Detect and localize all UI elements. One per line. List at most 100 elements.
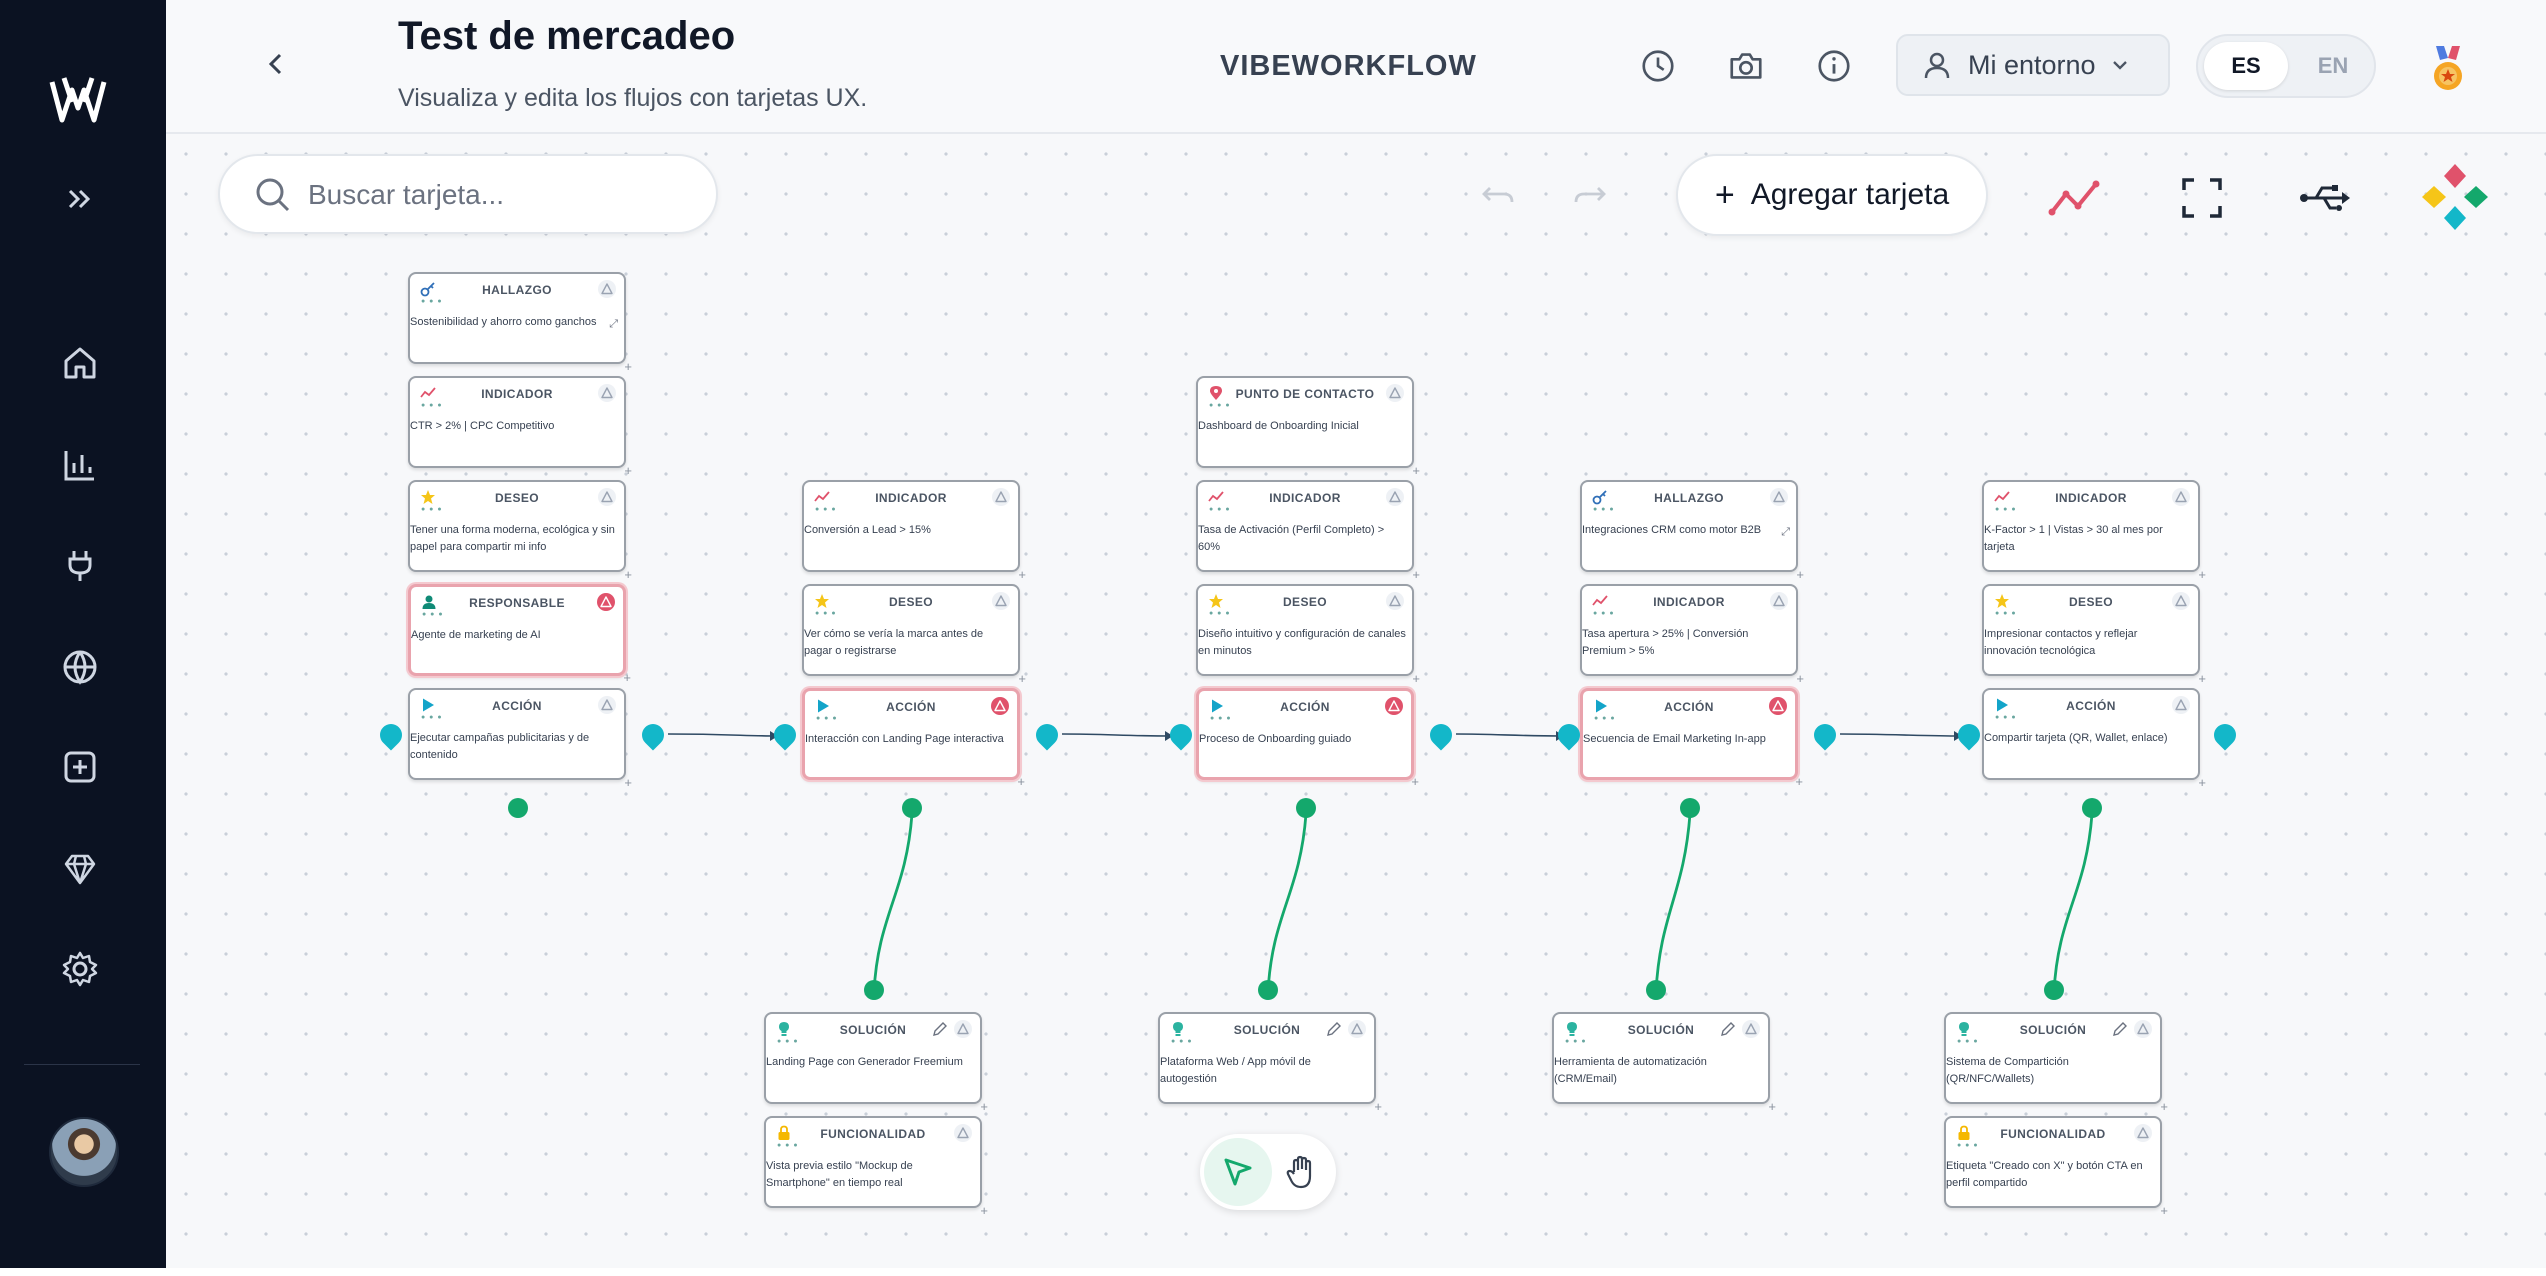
add-connection-icon[interactable]: + — [2160, 1203, 2168, 1218]
warning-icon[interactable] — [1348, 1020, 1366, 1038]
warning-icon[interactable] — [991, 697, 1009, 715]
environment-selector[interactable]: Mi entorno — [1896, 34, 2170, 96]
warning-icon[interactable] — [598, 384, 616, 402]
add-connection-icon[interactable]: + — [1412, 671, 1420, 686]
info-icon[interactable] — [1812, 44, 1856, 88]
connector-handle[interactable] — [375, 719, 407, 751]
connector-handle[interactable] — [1809, 719, 1841, 751]
app-logo[interactable] — [46, 68, 110, 132]
warning-icon[interactable] — [2172, 696, 2190, 714]
workflow-canvas[interactable]: + Agregar tarjeta ● ● ●HALLAZGOSostenibi… — [166, 134, 2546, 1268]
add-connection-icon[interactable]: + — [1796, 671, 1804, 686]
hand-tool-button[interactable] — [1272, 1138, 1332, 1206]
warning-icon[interactable] — [1770, 592, 1788, 610]
camera-icon[interactable] — [1724, 44, 1768, 88]
add-connection-icon[interactable]: + — [1374, 1099, 1382, 1114]
warning-icon[interactable] — [1386, 592, 1404, 610]
warning-icon[interactable] — [1385, 697, 1403, 715]
warning-icon[interactable] — [2172, 592, 2190, 610]
expand-icon[interactable]: ⤢ — [1781, 526, 1790, 538]
globe-icon[interactable] — [55, 642, 105, 692]
warning-icon[interactable] — [992, 592, 1010, 610]
edit-icon[interactable] — [1720, 1021, 1736, 1037]
add-connection-icon[interactable]: + — [624, 359, 632, 374]
edit-icon[interactable] — [1326, 1021, 1342, 1037]
expand-sidebar-icon[interactable] — [55, 174, 105, 224]
add-connection-icon[interactable]: + — [623, 670, 631, 685]
warning-icon[interactable] — [598, 280, 616, 298]
chart-icon[interactable] — [55, 440, 105, 490]
connector-handle[interactable] — [769, 719, 801, 751]
trend-icon[interactable] — [2046, 170, 2102, 226]
add-connection-icon[interactable]: + — [624, 463, 632, 478]
add-connection-icon[interactable]: + — [624, 567, 632, 582]
warning-icon[interactable] — [992, 488, 1010, 506]
connector-handle[interactable] — [1425, 719, 1457, 751]
lang-es-button[interactable]: ES — [2204, 42, 2288, 90]
connector-handle[interactable] — [1165, 719, 1197, 751]
add-connection-icon[interactable]: + — [1411, 774, 1419, 789]
history-icon[interactable] — [1636, 44, 1680, 88]
warning-icon[interactable] — [1386, 488, 1404, 506]
warning-icon[interactable] — [954, 1124, 972, 1142]
home-icon[interactable] — [55, 338, 105, 388]
connector-handle[interactable] — [1258, 980, 1278, 1000]
add-connection-icon[interactable]: + — [1412, 463, 1420, 478]
add-connection-icon[interactable]: + — [1412, 567, 1420, 582]
warning-icon[interactable] — [598, 696, 616, 714]
connector-handle[interactable] — [864, 980, 884, 1000]
connector-handle[interactable] — [1953, 719, 1985, 751]
add-connection-icon[interactable]: + — [1768, 1099, 1776, 1114]
pointer-tool-button[interactable] — [1204, 1138, 1272, 1206]
add-connection-icon[interactable]: + — [2160, 1099, 2168, 1114]
add-connection-icon[interactable]: + — [1795, 774, 1803, 789]
warning-icon[interactable] — [2134, 1020, 2152, 1038]
warning-icon[interactable] — [597, 593, 615, 611]
add-connection-icon[interactable]: + — [624, 775, 632, 790]
add-connection-icon[interactable]: + — [2198, 567, 2206, 582]
back-button[interactable] — [256, 44, 296, 84]
expand-icon[interactable]: ⤢ — [609, 318, 618, 330]
warning-icon[interactable] — [1742, 1020, 1760, 1038]
connector-handle[interactable] — [1646, 980, 1666, 1000]
add-connection-icon[interactable]: + — [2198, 775, 2206, 790]
edit-icon[interactable] — [932, 1021, 948, 1037]
connector-handle[interactable] — [637, 719, 669, 751]
app-logo-icon[interactable] — [2420, 162, 2490, 232]
add-connection-icon[interactable]: + — [1018, 671, 1026, 686]
connector-handle[interactable] — [2044, 980, 2064, 1000]
connector-handle[interactable] — [1680, 798, 1700, 818]
connector-handle[interactable] — [2082, 798, 2102, 818]
add-connection-icon[interactable]: + — [1796, 567, 1804, 582]
warning-icon[interactable] — [1386, 384, 1404, 402]
warning-icon[interactable] — [954, 1020, 972, 1038]
medal-icon[interactable] — [2426, 44, 2470, 94]
search-input[interactable] — [306, 170, 690, 220]
edit-icon[interactable] — [2112, 1021, 2128, 1037]
add-connection-icon[interactable]: + — [2198, 671, 2206, 686]
add-square-icon[interactable] — [55, 742, 105, 792]
warning-icon[interactable] — [598, 488, 616, 506]
